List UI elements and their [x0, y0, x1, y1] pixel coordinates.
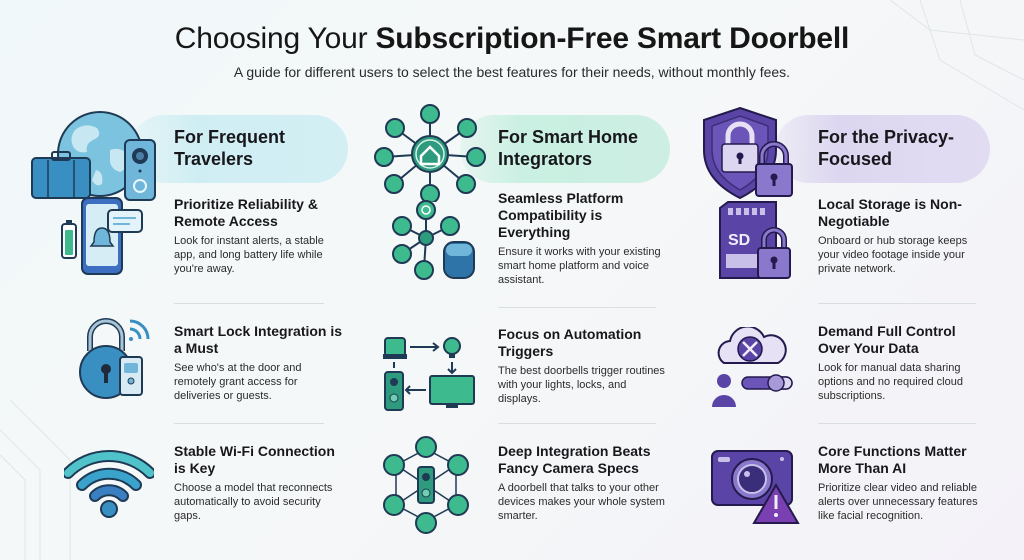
platform-network-speaker-icon: [392, 200, 475, 280]
shield-lock-icon: [703, 106, 793, 200]
column-privacy-focused: For the Privacy-Focused SD Local Storage…: [690, 106, 1024, 550]
feature-heading: Focus on Automation Triggers: [498, 326, 642, 359]
divider: [818, 303, 976, 304]
globe-suitcase-doorbell-icon: [31, 111, 156, 201]
feature-description: See who's at the door and remotely grant…: [174, 362, 302, 402]
cloud-off-user-toggle-icon: [712, 327, 793, 407]
page-title: Choosing Your Subscription-Free Smart Do…: [0, 22, 1024, 56]
feature-heading: Demand Full Control Over Your Data: [818, 323, 956, 356]
title-light: Choosing Your: [174, 22, 368, 55]
title-bold: Subscription-Free Smart Doorbell: [375, 22, 850, 55]
divider: [498, 307, 656, 308]
svg-text:SD: SD: [728, 232, 750, 249]
feature-description: Choose a model that reconnects automatic…: [174, 482, 333, 522]
divider: [174, 423, 324, 424]
feature-heading: Seamless Platform Compatibility is Every…: [498, 190, 624, 240]
feature-description: Onboard or hub storage keeps your video …: [818, 235, 968, 275]
group-title: For Frequent Travelers: [174, 127, 285, 169]
camera-warning-icon: [711, 450, 800, 524]
feature-description: Ensure it works with your existing smart…: [498, 246, 661, 286]
divider: [498, 423, 656, 424]
feature-heading: Core Functions Matter More Than AI: [818, 443, 967, 476]
header-pill: [460, 115, 670, 183]
feature-heading: Local Storage is Non-Negotiable: [818, 196, 962, 229]
smart-lock-icon: [79, 318, 150, 399]
feature-heading: Smart Lock Integration is a Must: [174, 323, 343, 356]
header-pill: [775, 115, 990, 183]
smart-home-hub-icon: [374, 104, 486, 202]
automation-trigger-icon: [383, 337, 475, 411]
header-pill: [130, 115, 348, 183]
feature-description: A doorbell that talks to your other devi…: [498, 482, 665, 522]
feature-heading: Deep Integration Beats Fancy Camera Spec…: [498, 443, 651, 476]
wifi-icon: [64, 450, 154, 518]
feature-description: Prioritize clear video and reliable aler…: [818, 482, 978, 522]
divider: [818, 423, 976, 424]
column-frequent-travelers: For Frequent Travelers Prioritize Reliab…: [20, 110, 360, 550]
feature-heading: Stable Wi-Fi Connection is Key: [174, 443, 335, 476]
phone-notification-battery-icon: [61, 197, 143, 275]
feature-description: The best doorbells trigger routines with…: [498, 365, 665, 405]
group-title: For the Privacy-Focused: [818, 127, 955, 169]
divider: [174, 303, 324, 304]
column-smart-home-integrators: For Smart Home Integrators Seamless Plat…: [360, 104, 690, 550]
page-subtitle: A guide for different users to select th…: [233, 64, 791, 80]
group-title: For Smart Home Integrators: [498, 127, 639, 169]
feature-description: Look for manual data sharing options and…: [818, 362, 963, 402]
feature-description: Look for instant alerts, a stable app, a…: [174, 235, 324, 275]
feature-heading: Prioritize Reliability & Remote Access: [174, 196, 318, 229]
sd-card-lock-icon: SD: [719, 201, 791, 279]
device-integration-network-icon: [383, 436, 469, 534]
